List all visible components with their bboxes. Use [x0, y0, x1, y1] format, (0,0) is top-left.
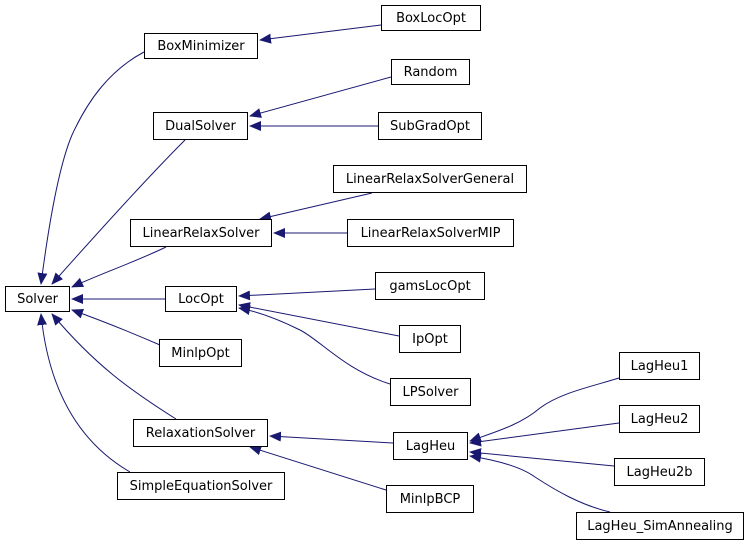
node-label: LagHeu1: [630, 358, 689, 374]
edge-lagheu-to-relaxationsolver: [269, 431, 394, 444]
edge-relaxationsolver-to-solver: [51, 313, 177, 420]
edge-ipopt-to-locopt: [238, 302, 400, 337]
node-gamslocopt[interactable]: gamsLocOpt: [375, 272, 485, 300]
node-locopt[interactable]: LocOpt: [165, 286, 237, 312]
node-label: LocOpt: [178, 291, 224, 307]
edge-lagheu_simannealing-to-lagheu: [469, 452, 611, 513]
node-label: Solver: [17, 291, 58, 307]
node-lagheu2b[interactable]: LagHeu2b: [614, 458, 705, 486]
node-minlpbcp[interactable]: MinlpBCP: [386, 485, 474, 513]
node-linearrelaxsolvermip[interactable]: LinearRelaxSolverMIP: [347, 219, 514, 247]
node-lagheu-simannealing[interactable]: LagHeu_SimAnnealing: [576, 512, 744, 540]
node-minlpopt[interactable]: MinlpOpt: [159, 339, 242, 367]
edge-lpsolver-to-locopt: [238, 305, 391, 385]
node-label: LPSolver: [402, 384, 459, 400]
node-boxlocopt[interactable]: BoxLocOpt: [381, 5, 481, 31]
node-linearrelaxsolver[interactable]: LinearRelaxSolver: [130, 219, 272, 247]
node-label: IpOpt: [412, 331, 448, 347]
node-label: LagHeu: [405, 438, 456, 454]
edge-linearrelaxsolvergeneral-to-linearrelaxsolver: [259, 192, 373, 222]
node-lagheu[interactable]: LagHeu: [393, 432, 468, 460]
node-label: LinearRelaxSolverMIP: [360, 225, 501, 241]
edge-minlpopt-to-solver: [71, 308, 161, 346]
node-random[interactable]: Random: [391, 59, 470, 85]
node-label: Random: [403, 64, 458, 80]
node-dualsolver[interactable]: DualSolver: [153, 112, 248, 140]
node-label: gamsLocOpt: [389, 278, 471, 294]
node-label: LinearRelaxSolverGeneral: [345, 171, 515, 187]
node-simpleequationsolver[interactable]: SimpleEquationSolver: [117, 472, 285, 500]
node-label: LinearRelaxSolver: [142, 225, 260, 241]
edge-boxminimizer-to-solver: [37, 51, 145, 285]
node-label: RelaxationSolver: [145, 425, 256, 441]
edge-gamslocopt-to-locopt: [238, 288, 376, 301]
node-subgradopt[interactable]: SubGradOpt: [378, 112, 482, 140]
edge-simpleequationsolver-to-solver: [37, 313, 131, 473]
node-label: LagHeu2b: [626, 464, 693, 480]
node-label: BoxLocOpt: [396, 10, 466, 26]
edge-random-to-dualsolver: [249, 76, 392, 118]
node-label: MinlpOpt: [171, 345, 230, 361]
node-label: DualSolver: [165, 118, 236, 134]
edge-lagheu2-to-lagheu: [469, 422, 620, 447]
edge-linearrelaxsolver-to-solver: [71, 246, 167, 288]
node-boxminimizer[interactable]: BoxMinimizer: [144, 33, 258, 59]
edge-dualsolver-to-solver: [51, 139, 186, 285]
edge-boxlocopt-to-boxminimizer: [259, 24, 382, 44]
node-solver[interactable]: Solver: [5, 286, 70, 312]
edge-lagheu2b-to-lagheu: [469, 448, 615, 467]
node-label: LagHeu2: [630, 411, 689, 427]
node-label: MinlpBCP: [399, 491, 461, 507]
node-lagheu1[interactable]: LagHeu1: [619, 352, 700, 380]
node-label: BoxMinimizer: [157, 38, 245, 54]
node-lpsolver[interactable]: LPSolver: [390, 378, 471, 406]
node-label: SubGradOpt: [390, 118, 470, 134]
edge-minlpbcp-to-relaxationsolver: [249, 445, 387, 491]
node-label: LagHeu_SimAnnealing: [587, 518, 733, 534]
node-label: SimpleEquationSolver: [129, 478, 273, 494]
edge-lagheu1-to-lagheu: [469, 377, 620, 442]
node-ipopt[interactable]: IpOpt: [399, 325, 461, 353]
node-relaxationsolver[interactable]: RelaxationSolver: [133, 419, 268, 447]
node-linearrelaxsolvergeneral[interactable]: LinearRelaxSolverGeneral: [333, 165, 527, 193]
node-lagheu2[interactable]: LagHeu2: [619, 405, 700, 433]
